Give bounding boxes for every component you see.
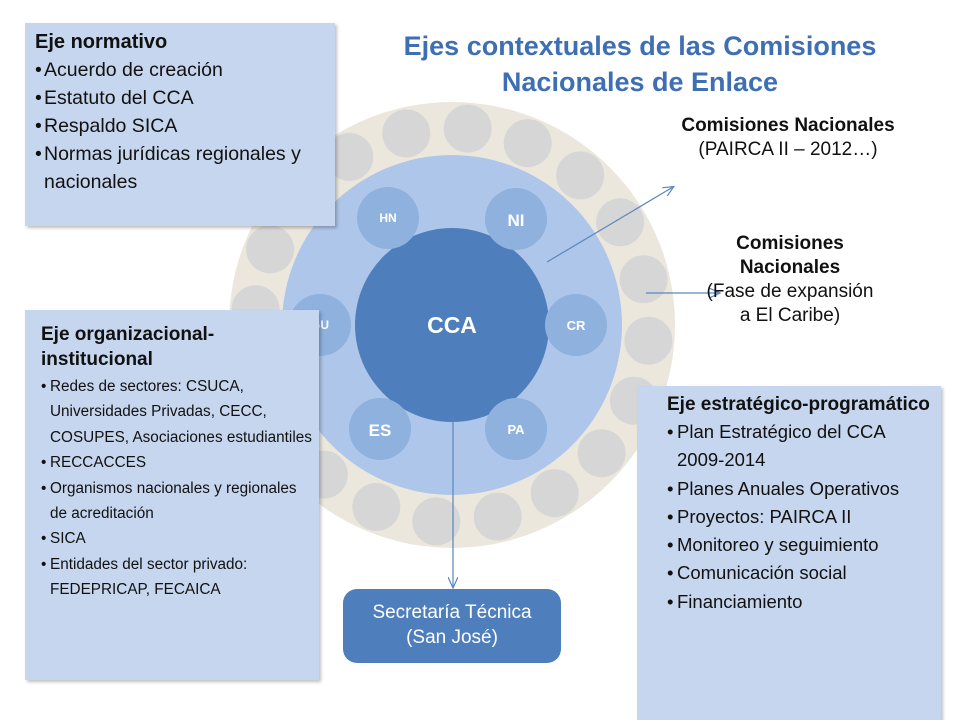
node-cr-label: CR	[567, 318, 586, 333]
list-item: Entidades del sector privado: FEDEPRICAP…	[41, 552, 313, 603]
list-item: Comunicación social	[667, 559, 935, 588]
arrow-to-comisiones-1	[546, 187, 673, 263]
list-item: RECCACCES	[41, 450, 313, 476]
center-circle	[355, 228, 549, 422]
secretaria-line-1: Secretaría Técnica	[372, 602, 532, 623]
comisiones-nacionales-caribe: Comisiones Nacionales (Fase de expansión…	[700, 232, 880, 328]
secretaria-line-2: (San José)	[406, 627, 498, 648]
list-item: SICA	[41, 526, 313, 552]
comisiones-2-title: Comisiones Nacionales	[736, 233, 844, 278]
ring-dot	[473, 492, 522, 541]
node-cr	[545, 294, 607, 356]
node-pa	[485, 398, 547, 460]
ring-dot	[577, 429, 626, 478]
ring-dot	[352, 482, 401, 531]
comisiones-1-title: Comisiones Nacionales	[681, 115, 895, 136]
list-item: Estatuto del CCA	[35, 84, 329, 112]
list-item: Financiamiento	[667, 588, 935, 617]
box-organizacional-title: Eje organizacional-institucional	[41, 324, 215, 370]
diagram-title: Ejes contextuales de las Comisiones Naci…	[380, 28, 900, 100]
ring-dot	[530, 469, 579, 518]
node-es-label: ES	[369, 421, 392, 440]
diagram-title-line-1: Ejes contextuales de las Comisiones	[403, 31, 877, 61]
ring-dot	[246, 225, 295, 274]
box-normativo-list: Acuerdo de creación Estatuto del CCA Res…	[35, 56, 329, 196]
comisiones-1-detail: (PAIRCA II – 2012…)	[698, 139, 878, 160]
list-item: Monitoreo y seguimiento	[667, 531, 935, 560]
ring-dot	[624, 316, 673, 365]
list-item: Proyectos: PAIRCA II	[667, 503, 935, 532]
list-item: Normas jurídicas regionales y nacionales	[35, 140, 329, 196]
node-hn	[357, 187, 419, 249]
box-organizacional-list: Redes de sectores: CSUCA, Universidades …	[41, 374, 313, 603]
ring-dot	[412, 497, 461, 546]
ring-dot	[382, 109, 431, 158]
ring-dot	[556, 151, 605, 200]
node-pa-label: PA	[507, 422, 525, 437]
list-item: Plan Estratégico del CCA 2009-2014	[667, 418, 935, 475]
diagram-title-line-2: Nacionales de Enlace	[501, 67, 779, 97]
ring-dot	[596, 198, 645, 247]
secretaria-tecnica-box: Secretaría Técnica (San José)	[343, 589, 561, 663]
list-item: Organismos nacionales y regionales de ac…	[41, 476, 313, 527]
comisiones-2-detail: (Fase de expansión a El Caribe)	[706, 281, 874, 326]
list-item: Planes Anuales Operativos	[667, 475, 935, 504]
box-eje-normativo: Eje normativo Acuerdo de creación Estatu…	[25, 23, 335, 226]
list-item: Redes de sectores: CSUCA, Universidades …	[41, 374, 313, 450]
comisiones-nacionales-pairca: Comisiones Nacionales (PAIRCA II – 2012……	[668, 114, 908, 162]
center-label: CCA	[427, 312, 477, 338]
list-item: Acuerdo de creación	[35, 56, 329, 84]
node-ni-label: NI	[508, 211, 525, 230]
box-estrategico-title: Eje estratégico-programático	[667, 394, 930, 415]
box-eje-organizacional: Eje organizacional-institucional Redes d…	[25, 310, 319, 680]
node-hn-label: HN	[379, 211, 396, 225]
box-estrategico-list: Plan Estratégico del CCA 2009-2014 Plane…	[667, 418, 935, 616]
ring-dot	[443, 104, 492, 153]
node-ni	[485, 188, 547, 250]
list-item: Respaldo SICA	[35, 112, 329, 140]
box-eje-estrategico: Eje estratégico-programático Plan Estrat…	[637, 386, 941, 720]
box-normativo-title: Eje normativo	[35, 31, 168, 53]
ring-dot	[619, 255, 668, 304]
node-es	[349, 398, 411, 460]
ring-dot	[325, 132, 374, 181]
ring-dot	[503, 119, 552, 168]
